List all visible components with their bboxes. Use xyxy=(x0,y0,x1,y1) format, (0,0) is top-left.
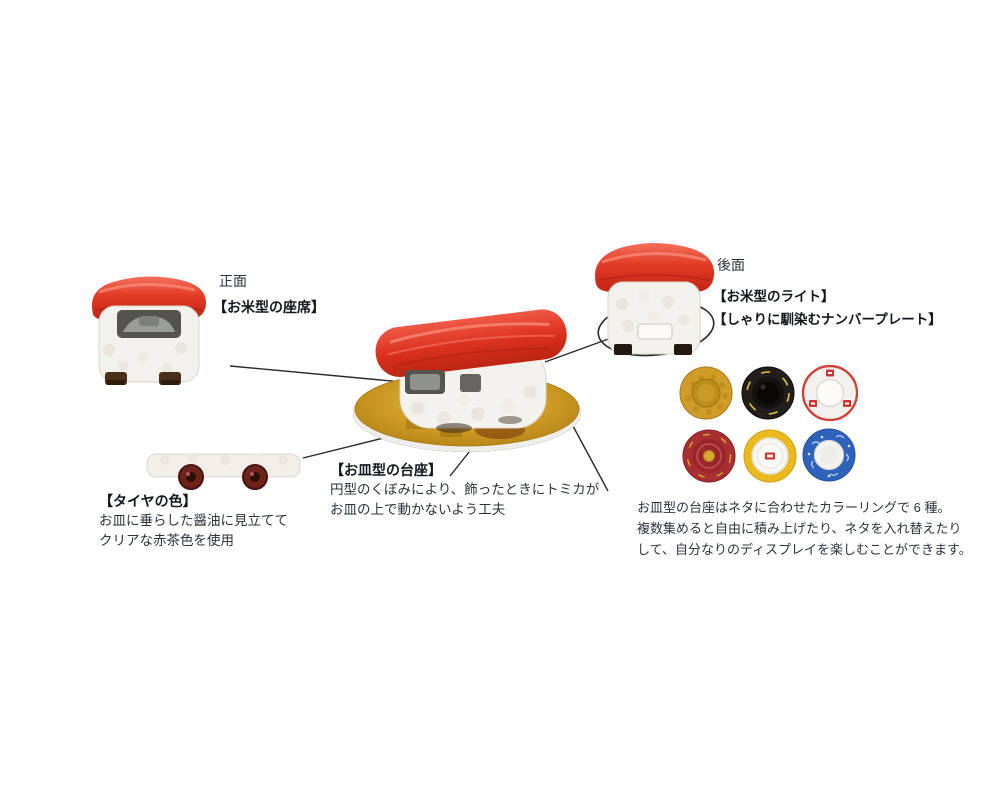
tire-color-note: 【タイヤの色】 お皿に垂らした醤油に見立てて クリアな赤茶色を使用 xyxy=(99,492,288,551)
tuna-cap xyxy=(595,243,715,292)
tire-color-title: 【タイヤの色】 xyxy=(99,493,197,509)
plate-variants-line2: 複数集めると自由に積み上げたり、ネタを入れ替えたり xyxy=(637,521,962,536)
rear-number-plate-feature: 【しゃりに馴染むナンバープレート】 xyxy=(713,312,942,327)
number-plate xyxy=(637,323,673,340)
windshield xyxy=(405,370,481,394)
sushi-tomica-on-gold-plate-photo xyxy=(353,309,581,452)
plate-variants-note: お皿型の台座はネタに合わせたカラーリングで 6 種。 複数集めると自由に積み上げ… xyxy=(637,497,972,560)
pedestal-line2: お皿の上で動かないよう工夫 xyxy=(330,502,506,517)
pedestal-title: 【お皿型の台座】 xyxy=(330,462,442,478)
windshield xyxy=(117,310,181,338)
front-wheels xyxy=(105,372,181,385)
plate-variants-line1: お皿型の台座はネタに合わせたカラーリングで 6 種。 xyxy=(637,500,951,515)
front-seat-feature: 【お米型の座席】 xyxy=(213,299,325,315)
tire-color-line1: お皿に垂らした醤油に見立てて xyxy=(99,513,288,528)
pedestal-line1: 円型のくぼみにより、飾ったときにトミカが xyxy=(330,482,600,497)
rice-body xyxy=(607,281,701,355)
gold-hexagon-plate xyxy=(679,366,733,420)
rear-light-feature: 【お米型のライト】 xyxy=(713,289,835,304)
rear-view-label: 後面 xyxy=(717,257,745,273)
wheel-shadow xyxy=(436,423,472,433)
yellow-rim-white-plate xyxy=(743,429,797,483)
sushi-tomica-front-view-photo xyxy=(91,276,207,385)
black-lacquer-plate xyxy=(741,366,795,420)
soy-colored-wheels xyxy=(178,464,268,490)
tire-color-line2: クリアな赤茶色を使用 xyxy=(99,533,234,548)
tuna-topping xyxy=(375,309,567,377)
rice-chassis xyxy=(146,453,301,478)
white-red-trim-plate xyxy=(802,365,858,421)
plate-variants-line3: して、自分なりのディスプレイを楽しむことができます。 xyxy=(637,542,972,557)
sushi-tomica-underside-wheels-photo xyxy=(146,453,301,490)
rear-wheels xyxy=(614,344,692,355)
pedestal-note: 【お皿型の台座】 円型のくぼみにより、飾ったときにトミカが お皿の上で動かないよ… xyxy=(330,461,599,520)
red-lacquer-plate xyxy=(682,429,736,483)
sushi-tomica-rear-view-photo xyxy=(595,243,715,355)
blue-pattern-plate xyxy=(802,428,856,482)
front-view-label: 正面 xyxy=(219,273,247,289)
